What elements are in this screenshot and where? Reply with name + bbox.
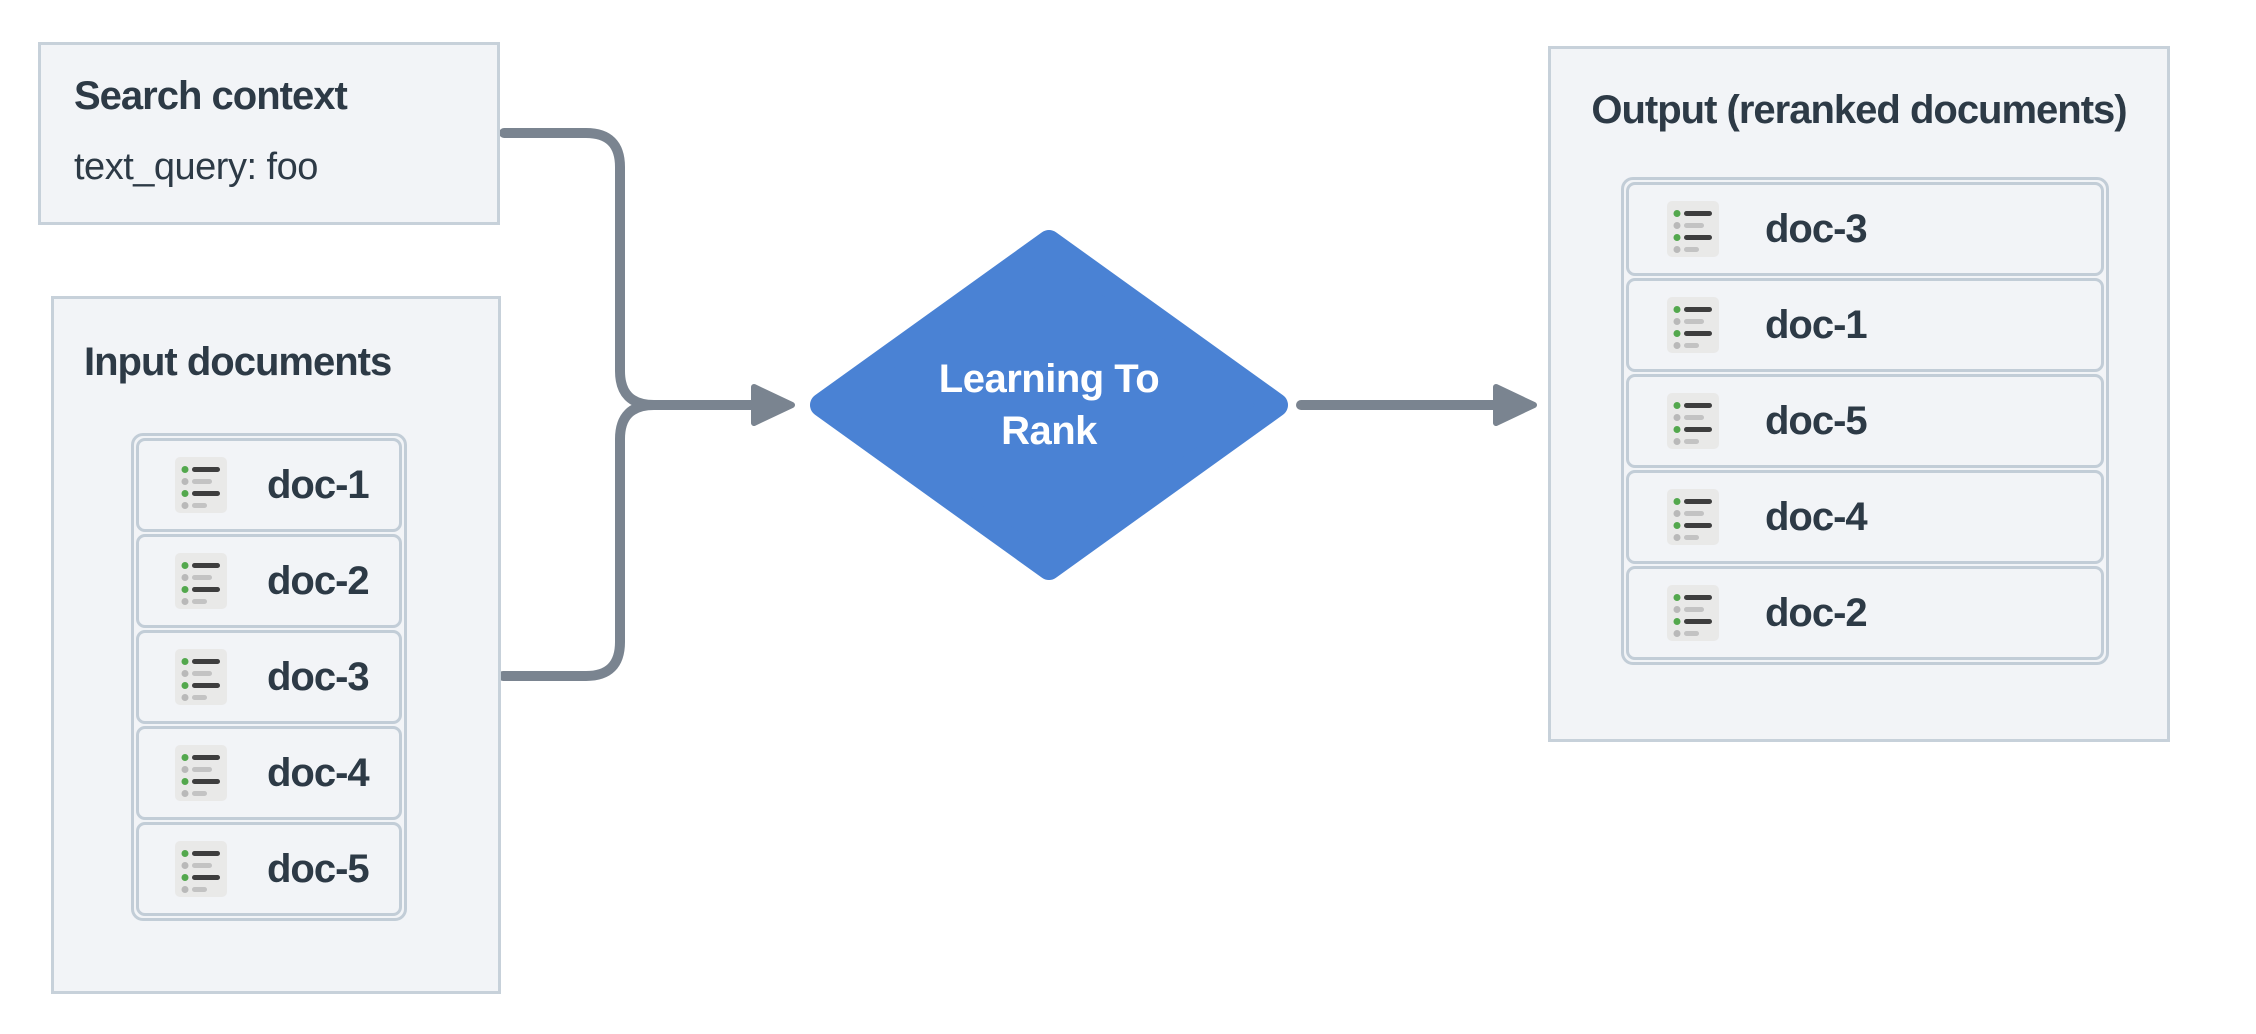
input-doc-card: doc-4	[136, 726, 402, 820]
document-list-icon	[1667, 489, 1719, 545]
document-list-icon	[1667, 201, 1719, 257]
doc-label: doc-4	[267, 750, 370, 795]
document-list-icon	[175, 457, 227, 513]
input-doc-card: doc-5	[136, 822, 402, 916]
arrowhead-into-output-icon	[1493, 384, 1537, 426]
document-list-icon	[1667, 585, 1719, 641]
output-doc-card: doc-3	[1626, 182, 2104, 276]
connector-input-documents-to-ranker	[498, 400, 759, 681]
doc-label: doc-4	[1765, 494, 1868, 539]
output-documents-panel: Output (reranked documents) doc-3 doc-1 …	[1548, 46, 2170, 742]
input-doc-card: doc-2	[136, 534, 402, 628]
doc-label: doc-1	[267, 462, 370, 507]
input-documents-panel: Input documents doc-1 doc-2 doc-3 doc-4 …	[51, 296, 501, 994]
document-list-icon	[175, 841, 227, 897]
document-list-icon	[1667, 297, 1719, 353]
document-list-icon	[1667, 393, 1719, 449]
doc-label: doc-1	[1765, 302, 1868, 347]
connector-search-context-to-ranker	[499, 128, 759, 410]
search-query-text: text_query: foo	[74, 146, 318, 188]
input-doc-card: doc-3	[136, 630, 402, 724]
doc-label: doc-3	[267, 654, 370, 699]
output-doc-card: doc-4	[1626, 470, 2104, 564]
arrowhead-into-ranker-icon	[751, 384, 795, 426]
output-doc-card: doc-2	[1626, 566, 2104, 660]
doc-label: doc-3	[1765, 206, 1868, 251]
output-documents-list: doc-3 doc-1 doc-5 doc-4 doc-2	[1621, 177, 2109, 665]
doc-label: doc-2	[1765, 590, 1868, 635]
doc-label: doc-2	[267, 558, 370, 603]
output-doc-card: doc-5	[1626, 374, 2104, 468]
doc-label: doc-5	[267, 846, 370, 891]
input-documents-title: Input documents	[84, 340, 392, 384]
search-context-title: Search context	[74, 74, 348, 118]
ranker-label: Learning To Rank	[938, 357, 1160, 453]
document-list-icon	[175, 745, 227, 801]
input-documents-list: doc-1 doc-2 doc-3 doc-4 doc-5	[131, 433, 407, 921]
input-doc-card: doc-1	[136, 438, 402, 532]
search-context-panel: Search context text_query: foo	[38, 42, 500, 225]
output-doc-card: doc-1	[1626, 278, 2104, 372]
document-list-icon	[175, 649, 227, 705]
ranker-diamond	[810, 230, 1288, 580]
output-documents-title: Output (reranked documents)	[1591, 88, 2127, 132]
doc-label: doc-5	[1765, 398, 1868, 443]
document-list-icon	[175, 553, 227, 609]
